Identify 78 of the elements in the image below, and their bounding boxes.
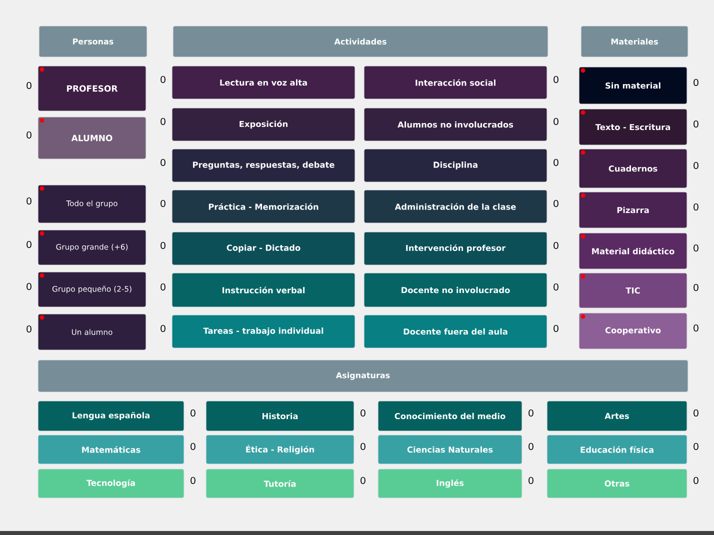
count-label: 0: [160, 283, 166, 291]
count-label: 0: [554, 158, 558, 166]
count-label: 0: [554, 118, 558, 126]
category-button: Tareas - trabajo individual: [172, 314, 356, 348]
category-button: ALUMNO: [38, 116, 146, 160]
count-label: 0: [694, 203, 698, 211]
category-button: Tecnología: [38, 468, 184, 498]
category-button: Interacción social: [364, 66, 548, 100]
count-label: 0: [694, 162, 698, 170]
category-button: Ciencias Naturales: [378, 434, 522, 464]
count-label: 0: [694, 324, 698, 332]
count-label: 0: [190, 476, 196, 484]
count-label: 0: [160, 158, 166, 166]
category-button: Sin material: [578, 66, 688, 104]
count-label: 0: [160, 324, 166, 332]
count-label: 0: [160, 76, 166, 84]
count-label: 0: [554, 242, 558, 250]
count-label: 0: [360, 409, 366, 417]
count-label: 0: [190, 409, 196, 417]
category-button: PROFESOR: [38, 66, 146, 112]
count-label: 0: [160, 200, 166, 208]
count-label: 0: [26, 131, 32, 139]
category-button: Administración de la clase: [364, 190, 548, 224]
category-header: Asignaturas: [38, 360, 688, 392]
count-label: 0: [160, 118, 166, 126]
count-label: 0: [694, 244, 698, 252]
category-button: Lengua española: [38, 400, 184, 432]
category-button: Copiar - Dictado: [172, 232, 356, 266]
category-button: Artes: [546, 400, 688, 432]
count-label: 0: [554, 200, 558, 208]
category-button: Disciplina: [364, 148, 548, 182]
count-label: 0: [528, 409, 534, 417]
count-label: 0: [190, 442, 196, 450]
category-button: Otras: [546, 468, 688, 498]
count-label: 0: [694, 409, 698, 417]
count-label: 0: [528, 442, 534, 450]
count-label: 0: [694, 284, 698, 292]
count-label: 0: [360, 442, 366, 450]
count-label: 0: [694, 78, 698, 86]
count-label: 0: [26, 240, 32, 248]
category-button: Docente fuera del aula: [364, 314, 548, 348]
count-label: 0: [694, 120, 698, 128]
count-label: 0: [554, 324, 558, 332]
category-button: Lectura en voz alta: [172, 66, 356, 100]
count-label: 0: [694, 476, 698, 484]
category-button: TIC: [578, 272, 688, 308]
category-button: Alumnos no involucrados: [364, 108, 548, 142]
category-header: Personas: [38, 26, 148, 58]
category-button: Instrucción verbal: [172, 272, 356, 308]
count-label: 0: [554, 76, 558, 84]
category-button: Ética - Religión: [206, 434, 354, 464]
count-label: 0: [26, 325, 32, 333]
count-label: 0: [26, 82, 32, 90]
category-button: Material didáctico: [578, 232, 688, 270]
count-label: 0: [528, 476, 534, 484]
count-label: 0: [26, 282, 32, 290]
count-label: 0: [160, 242, 166, 250]
category-button: Docente no involucrado: [364, 272, 548, 308]
count-label: 0: [554, 283, 558, 291]
category-button: Tutoría: [206, 468, 354, 498]
category-button: Cooperativo: [578, 312, 688, 350]
category-button: Texto - Escritura: [578, 108, 688, 146]
category-button: Práctica - Memorización: [172, 190, 356, 224]
category-button: Preguntas, respuestas, debate: [172, 148, 356, 182]
count-label: 0: [26, 197, 32, 205]
category-button: Matemáticas: [38, 434, 184, 464]
count-label: 0: [694, 442, 698, 450]
category-button: Inglés: [378, 468, 522, 498]
category-header: Actividades: [172, 26, 548, 58]
category-button: Educación física: [546, 434, 688, 464]
category-button: Pizarra: [578, 192, 688, 228]
category-button: Cuadernos: [578, 148, 688, 188]
category-button: Historia: [206, 400, 354, 432]
category-header: Materiales: [580, 26, 688, 58]
category-button: Conocimiento del medio: [378, 400, 522, 432]
category-button: Intervención profesor: [364, 232, 548, 266]
count-label: 0: [360, 476, 366, 484]
category-button: Exposición: [172, 108, 356, 142]
